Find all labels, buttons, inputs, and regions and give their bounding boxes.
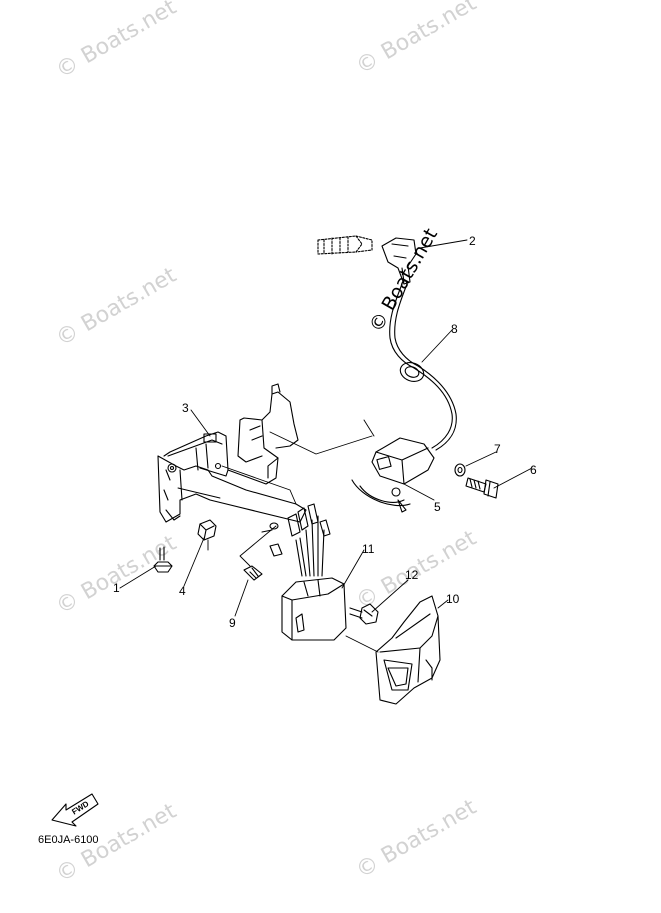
bolt <box>465 477 499 499</box>
flange-bolt-small <box>349 603 379 625</box>
callout-6: 6 <box>530 463 537 477</box>
screw <box>243 565 263 581</box>
callout-7: 7 <box>494 442 501 456</box>
callout-11: 11 <box>362 542 375 556</box>
flange-bolt <box>153 546 173 573</box>
callout-12: 12 <box>405 568 419 582</box>
callout-3: 3 <box>182 401 189 415</box>
callout-numbers: 1 2 3 4 5 6 7 8 9 10 11 12 <box>113 234 537 630</box>
callout-8: 8 <box>451 322 458 336</box>
callout-9: 9 <box>229 616 236 630</box>
base-bracket <box>157 383 307 523</box>
spark-plug <box>317 235 373 255</box>
assembly-lines <box>177 419 379 653</box>
washer <box>454 463 466 477</box>
clip <box>197 519 217 541</box>
cdi-cover <box>375 595 441 705</box>
callout-10: 10 <box>446 592 460 606</box>
fwd-label: FWD <box>70 799 90 816</box>
callout-4: 4 <box>179 584 186 598</box>
callout-2: 2 <box>469 234 476 248</box>
cdi-unit <box>281 577 347 641</box>
callout-5: 5 <box>434 500 441 514</box>
high-tension-cord <box>389 283 457 451</box>
grommet <box>399 362 425 382</box>
callout-1: 1 <box>113 581 120 595</box>
diagram-code: 6E0JA-6100 <box>38 834 99 846</box>
ignition-coil <box>351 437 435 513</box>
wiring-harness <box>261 503 331 577</box>
plug-cap <box>381 237 417 285</box>
fwd-arrow-icon: FWD <box>51 793 99 827</box>
callout-leaders <box>119 239 533 617</box>
